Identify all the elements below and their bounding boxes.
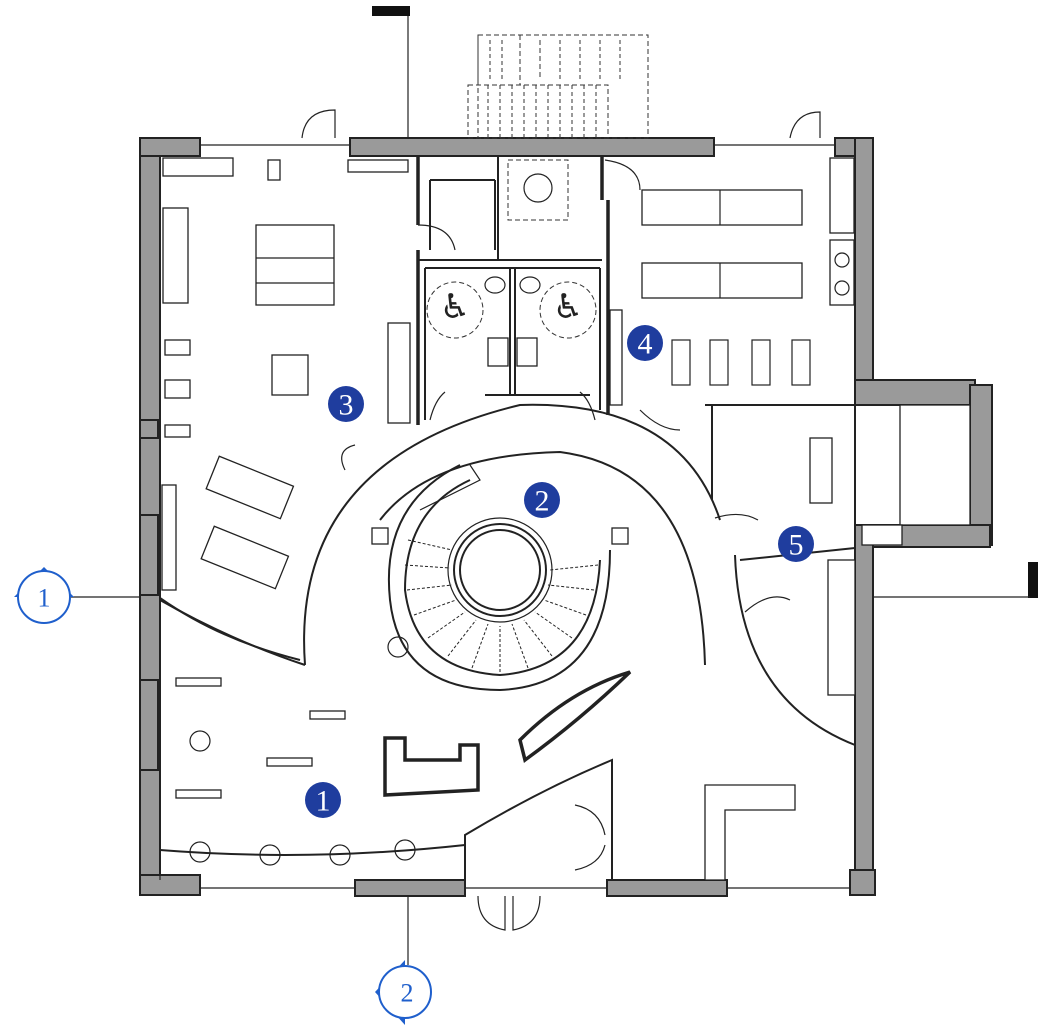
- side-room-furniture: [809, 404, 971, 696]
- spiral-staircase: [371, 464, 629, 692]
- zone-marker-2-label: 2: [535, 485, 550, 518]
- lobby-furniture: [175, 636, 796, 881]
- accessible-restrooms: ♿ ♿: [426, 276, 597, 421]
- zone-marker-4[interactable]: 4: [627, 325, 663, 361]
- zone-marker-1[interactable]: 1: [305, 782, 341, 818]
- interior-walls: [416, 156, 856, 545]
- svg-text:♿: ♿: [440, 287, 470, 327]
- section-marker-1-label: 1: [38, 584, 51, 613]
- zone-marker-3-label: 3: [339, 389, 354, 422]
- section-marker-2-label: 2: [401, 979, 414, 1008]
- curved-walls: [159, 403, 856, 885]
- section-marker-1[interactable]: 1: [14, 567, 74, 624]
- section-lines: [70, 6, 1038, 965]
- zone-marker-1-label: 1: [316, 785, 331, 818]
- zone-marker-5[interactable]: 5: [778, 526, 814, 562]
- classroom-furniture: [609, 157, 855, 406]
- zone-marker-5-label: 5: [789, 529, 804, 562]
- zone-marker-2[interactable]: 2: [524, 482, 560, 518]
- exterior-stair: [467, 34, 649, 139]
- section-marker-2[interactable]: 2: [375, 960, 432, 1025]
- workroom-furniture: [161, 157, 411, 591]
- zone-marker-3[interactable]: 3: [328, 386, 364, 422]
- entrance-doors: [301, 109, 821, 931]
- zone-marker-4-label: 4: [638, 328, 653, 361]
- exterior-walls: [139, 137, 993, 897]
- svg-text:♿: ♿: [553, 287, 583, 327]
